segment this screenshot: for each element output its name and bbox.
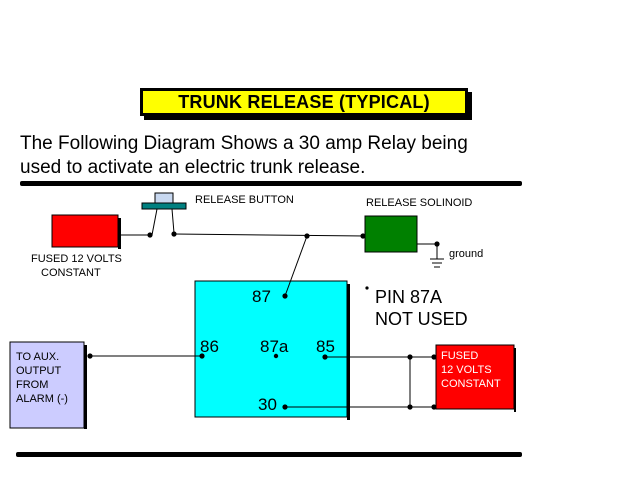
terminal-dot [147, 232, 153, 238]
aux-label-line-2: OUTPUT [16, 365, 62, 377]
fused-12v-box-left-shadow [118, 218, 121, 249]
terminal-dot [431, 404, 437, 410]
relay-box [194, 280, 348, 418]
fused-12v-box-right [435, 344, 515, 410]
release-button-label: RELEASE BUTTON [195, 194, 294, 206]
relay-pin-87a: 87a [260, 337, 289, 356]
note-line-2: NOT USED [375, 309, 468, 329]
fused-right-label-line-2: 12 VOLTS [441, 364, 492, 376]
intro-line-1: The Following Diagram Shows a 30 amp Rel… [20, 133, 468, 154]
terminal-dot [87, 353, 93, 359]
aux-label-line-1: TO AUX. [16, 351, 60, 363]
relay-box-shadow [347, 284, 350, 420]
release-solenoid-box [364, 215, 418, 253]
pin-86-dot [199, 353, 205, 359]
button-contact-left [151, 208, 158, 236]
note-bullet [365, 286, 369, 290]
note-line-1: PIN 87A [375, 287, 443, 307]
intro-line-2: used to activate an electric trunk relea… [20, 157, 366, 178]
relay-pin-85: 85 [316, 337, 335, 356]
fused-left-label-1: FUSED 12 VOLTS [31, 253, 122, 265]
fused-right-label: FUSED 12 VOLTS CONSTANT [441, 349, 501, 391]
button-cap [154, 192, 174, 204]
ground-label: ground [449, 248, 484, 260]
fused-right-label-line-3: CONSTANT [441, 378, 501, 390]
note-text: PIN 87A NOT USED [375, 286, 468, 330]
terminal-dot [431, 354, 437, 360]
relay-pin-86: 86 [200, 337, 219, 356]
release-solenoid-label: RELEASE SOLINOID [366, 197, 473, 209]
wire-87-to-solenoid [284, 235, 308, 297]
top-divider [20, 181, 522, 186]
terminal-dot [360, 233, 366, 239]
aux-label-line-3: FROM [16, 379, 49, 391]
relay-pin-87: 87 [252, 287, 271, 306]
aux-output-box-shadow [84, 345, 87, 429]
button-base [141, 202, 187, 210]
title-banner: TRUNK RELEASE (TYPICAL) [140, 88, 468, 116]
pin-30-dot [282, 404, 288, 410]
intro-text: The Following Diagram Shows a 30 amp Rel… [20, 132, 540, 180]
wire-button-to-solenoid [173, 233, 366, 237]
aux-label-line-4: ALARM (-) [16, 393, 68, 405]
fused-12v-box-left [51, 214, 119, 248]
pin-87a-dot [273, 353, 279, 359]
bottom-divider [16, 452, 522, 457]
terminal-dot [171, 231, 177, 237]
button-contact-right [171, 208, 175, 234]
aux-output-box [9, 341, 85, 429]
fused-left-label-2: CONSTANT [41, 267, 101, 279]
fused-right-label-line-1: FUSED [441, 350, 479, 362]
aux-output-label: TO AUX. OUTPUT FROM ALARM (-) [16, 350, 68, 406]
page-title: TRUNK RELEASE (TYPICAL) [178, 91, 430, 112]
pin-85-dot [322, 354, 328, 360]
fused-12v-box-right-shadow [514, 348, 516, 412]
relay-pin-30: 30 [258, 395, 277, 414]
pin-87-dot [282, 293, 288, 299]
